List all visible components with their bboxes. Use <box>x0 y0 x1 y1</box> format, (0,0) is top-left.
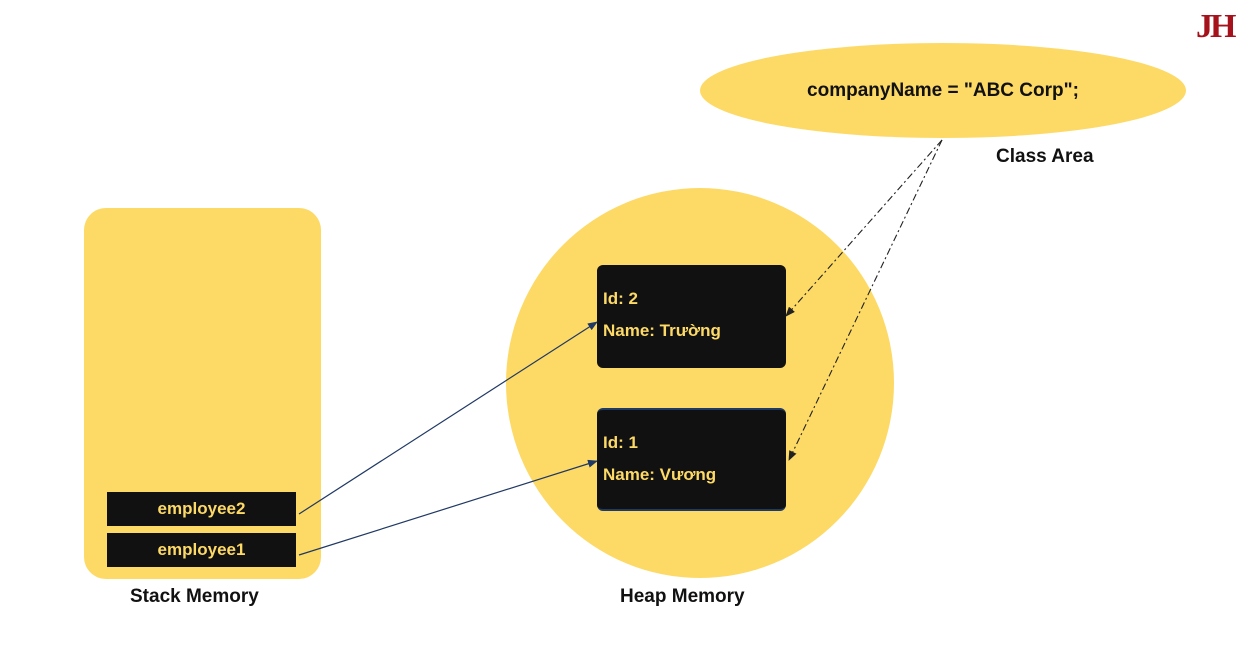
stack-reference-employee1: employee1 <box>107 533 296 567</box>
class-area-label: Class Area <box>996 146 1094 167</box>
reference-arrow-employee2 <box>298 321 598 515</box>
object-id: Id: 2 <box>603 289 638 308</box>
static-field-code: companyName = "ABC Corp"; <box>807 79 1079 101</box>
object-name: Name: Trường <box>603 321 721 340</box>
jh-logo: JH <box>1196 8 1236 45</box>
class-area-region: companyName = "ABC Corp"; <box>700 43 1186 138</box>
heap-memory-label: Heap Memory <box>620 586 745 607</box>
heap-object-employee1: Id: 1 Name: Vương <box>597 408 786 511</box>
heap-memory-region <box>506 188 894 578</box>
stack-reference-employee2: employee2 <box>107 492 296 526</box>
static-arrow-to-object1 <box>788 139 943 461</box>
stack-memory-label: Stack Memory <box>130 586 259 607</box>
reference-arrow-employee1 <box>298 459 598 556</box>
reference-name: employee1 <box>157 540 246 559</box>
heap-object-employee2: Id: 2 Name: Trường <box>597 265 786 368</box>
object-name: Name: Vương <box>603 465 717 484</box>
reference-name: employee2 <box>157 499 246 518</box>
object-id: Id: 1 <box>603 433 638 452</box>
static-arrow-to-object2 <box>785 139 943 317</box>
